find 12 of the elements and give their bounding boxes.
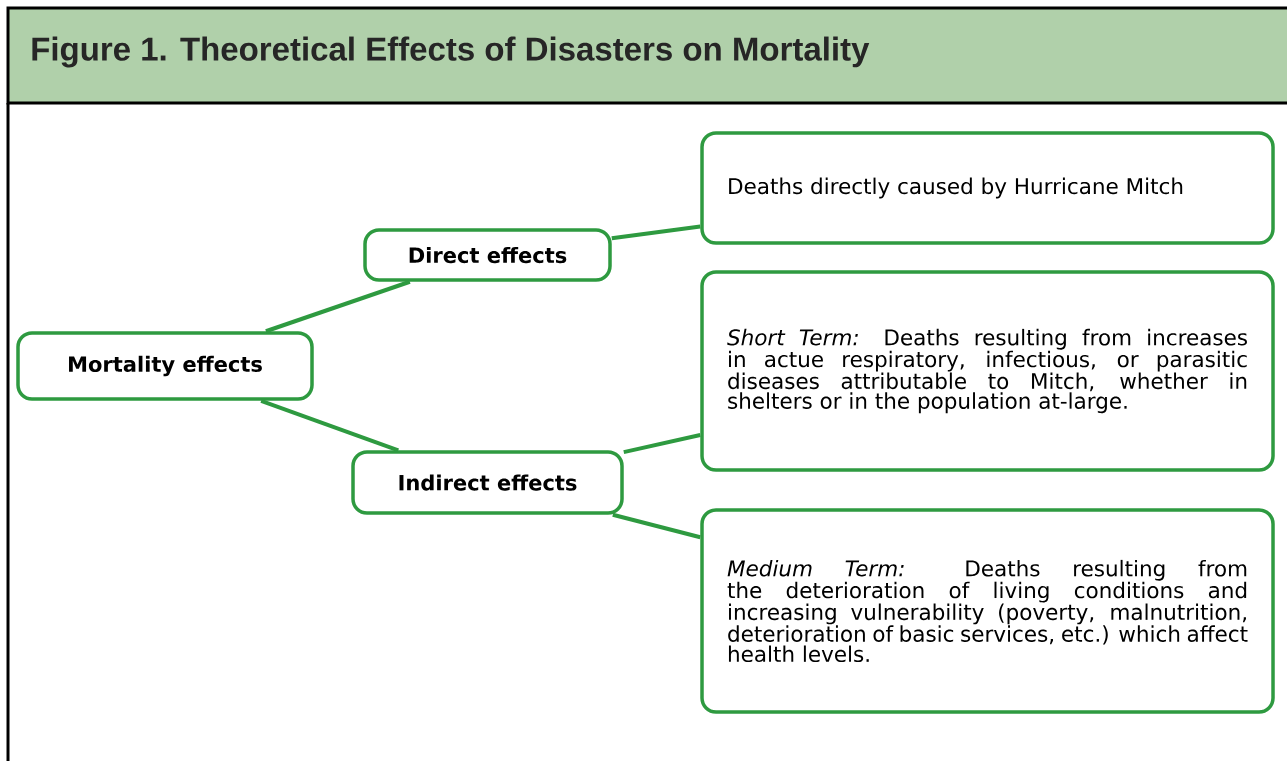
category-box: Mortality effects	[16, 331, 314, 401]
description-box: Deaths directly caused by Hurricane Mitch	[700, 131, 1275, 245]
connector-line	[260, 398, 399, 453]
description-box: Medium Term: Deaths resulting from the deterioration of living conditions and increasing vulnerability (poverty, malnutrition, deterioration of basic services, etc.) which affect health levels.	[700, 508, 1275, 714]
connector-line	[612, 512, 701, 540]
category-box: Indirect effects	[351, 450, 624, 515]
title-band: Figure 1. Theoretical Effects of Disasters on Mortality	[6, 6, 1287, 105]
connector-line	[265, 279, 411, 334]
connector-line	[611, 224, 701, 241]
description-box: Short Term: Deaths resulting from increases in actue respiratory, infectious, or parasitic diseases attributable to Mitch, whether in shelters or in the population at-large.	[700, 270, 1275, 472]
category-box: Direct effects	[363, 228, 612, 282]
connector-line	[623, 433, 701, 455]
